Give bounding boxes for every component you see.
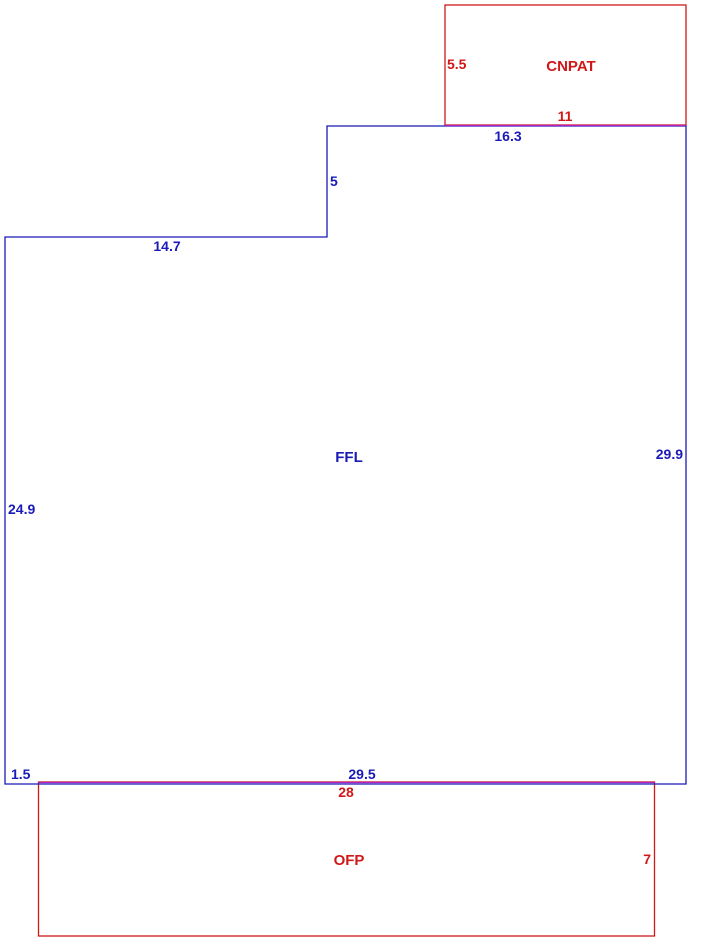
- ffl-dim-right: 29.9: [656, 446, 683, 462]
- cnpat-dim-bottom: 11: [558, 108, 573, 124]
- ffl-area-label: FFL: [335, 449, 363, 466]
- ffl-dim-left: 24.9: [8, 501, 35, 517]
- ffl-dim-bottom: 29.5: [348, 766, 375, 782]
- ofp-dim-right: 7: [643, 851, 651, 867]
- ffl-dim-top-left: 14.7: [153, 238, 180, 254]
- ffl-dim-top-right: 16.3: [494, 128, 521, 144]
- ffl-dim-step-vertical: 5: [330, 173, 338, 189]
- cnpat-area-label: CNPAT: [546, 58, 595, 75]
- ofp-area-label: OFP: [334, 852, 365, 869]
- cnpat-dim-left: 5.5: [447, 56, 467, 72]
- ofp-dim-top: 28: [338, 784, 354, 800]
- ffl-dim-bottom-left-short: 1.5: [11, 766, 31, 782]
